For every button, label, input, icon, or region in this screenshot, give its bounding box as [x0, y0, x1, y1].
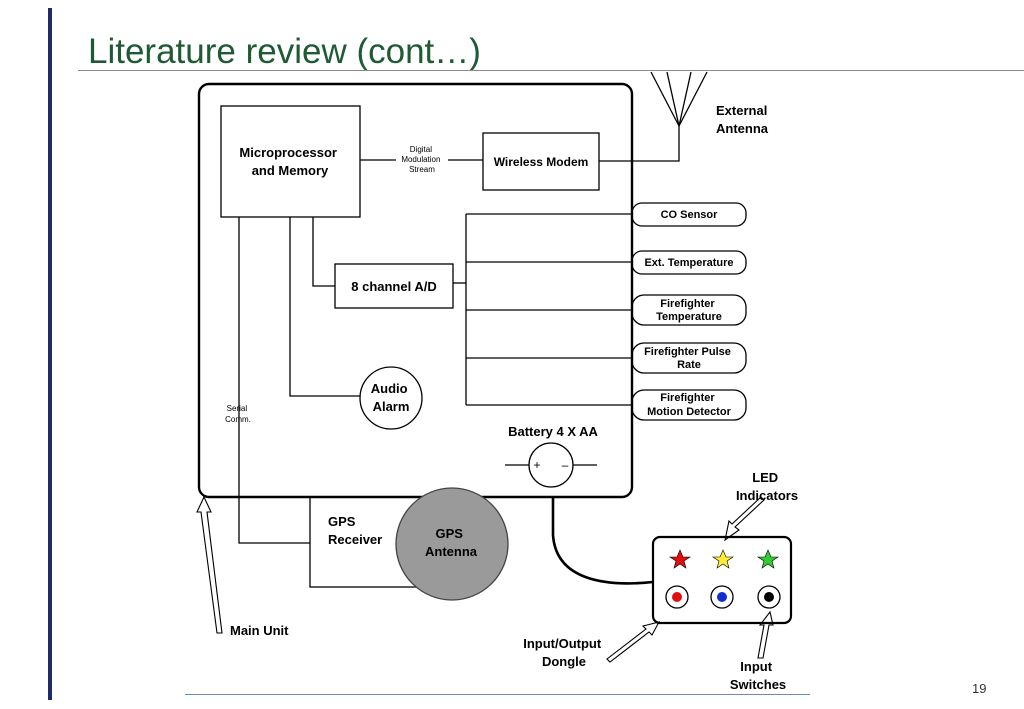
main-unit-label: Main Unit [230, 623, 289, 638]
led-red-star-icon [669, 549, 691, 569]
wire-mcu-adc [312, 217, 335, 287]
switch-blue-icon [710, 585, 734, 609]
external-antenna-label: External Antenna [716, 103, 771, 136]
switch-arrow-icon [757, 610, 774, 659]
dongle-label: Input/Output Dongle [523, 636, 605, 669]
sensor-ff-pulse-label: Firefighter Pulse Rate [644, 346, 734, 371]
wire-modem-antenna [599, 126, 680, 162]
external-antenna-icon [650, 71, 708, 127]
dongle-cable [551, 497, 654, 585]
slide-title: Literature review (cont…) [88, 32, 481, 71]
battery-plus-label: + [533, 458, 540, 472]
wire-mcu-alarm [289, 217, 360, 397]
gps-antenna-label: GPS Antenna [425, 526, 478, 559]
sensor-ff-motion-label: Firefighter Motion Detector [647, 392, 731, 418]
battery-icon [505, 442, 597, 488]
serial-comm-label: Serial Comm. [225, 404, 251, 424]
switch-blue-dot [717, 592, 727, 602]
sensor-co [631, 202, 747, 227]
adc-label: 8 channel A/D [351, 279, 436, 294]
battery-label: Battery 4 X AA [508, 424, 598, 439]
audio-alarm-circle [359, 366, 423, 430]
input-switches-label: Input Switches [730, 659, 786, 692]
battery-minus-label: – [562, 458, 569, 472]
led-yellow-star-icon [712, 549, 734, 569]
audio-alarm-label: Audio Alarm [371, 381, 411, 414]
stream-label: Digital Modulation Stream [401, 145, 442, 174]
sensor-ff-temp-label: Firefighter Temperature [656, 298, 722, 323]
sensor-ff-pulse [631, 342, 747, 374]
sensor-ff-motion [631, 389, 747, 421]
switch-black-icon [757, 585, 781, 609]
switch-red-icon [665, 585, 689, 609]
led-green-star-icon [757, 549, 779, 569]
title-underline [78, 70, 1024, 71]
microprocessor-label: Microprocessor and Memory [239, 145, 340, 178]
switch-red-dot [672, 592, 682, 602]
led-indicators-label: LED Indicators [736, 470, 798, 503]
sensor-co-label: CO Sensor [661, 209, 719, 221]
dongle-box [651, 535, 793, 625]
wireless-modem-label: Wireless Modem [494, 155, 589, 169]
gps-receiver-label: GPS Receiver [328, 514, 382, 547]
gps-antenna-circle [395, 487, 509, 601]
footer-rule [185, 694, 810, 695]
main-unit-arrow-icon [196, 495, 223, 634]
left-accent-bar [48, 8, 52, 700]
wire-mcu-gps [238, 217, 310, 544]
switch-black-dot [764, 592, 774, 602]
sensor-ext-temp [631, 250, 747, 275]
sensor-ff-temp [631, 294, 747, 326]
led-arrow-icon [724, 496, 765, 542]
microprocessor-box [220, 105, 361, 218]
sensor-ext-temp-label: Ext. Temperature [644, 257, 733, 269]
dongle-arrow-icon [606, 621, 661, 663]
page-number: 19 [972, 681, 987, 696]
